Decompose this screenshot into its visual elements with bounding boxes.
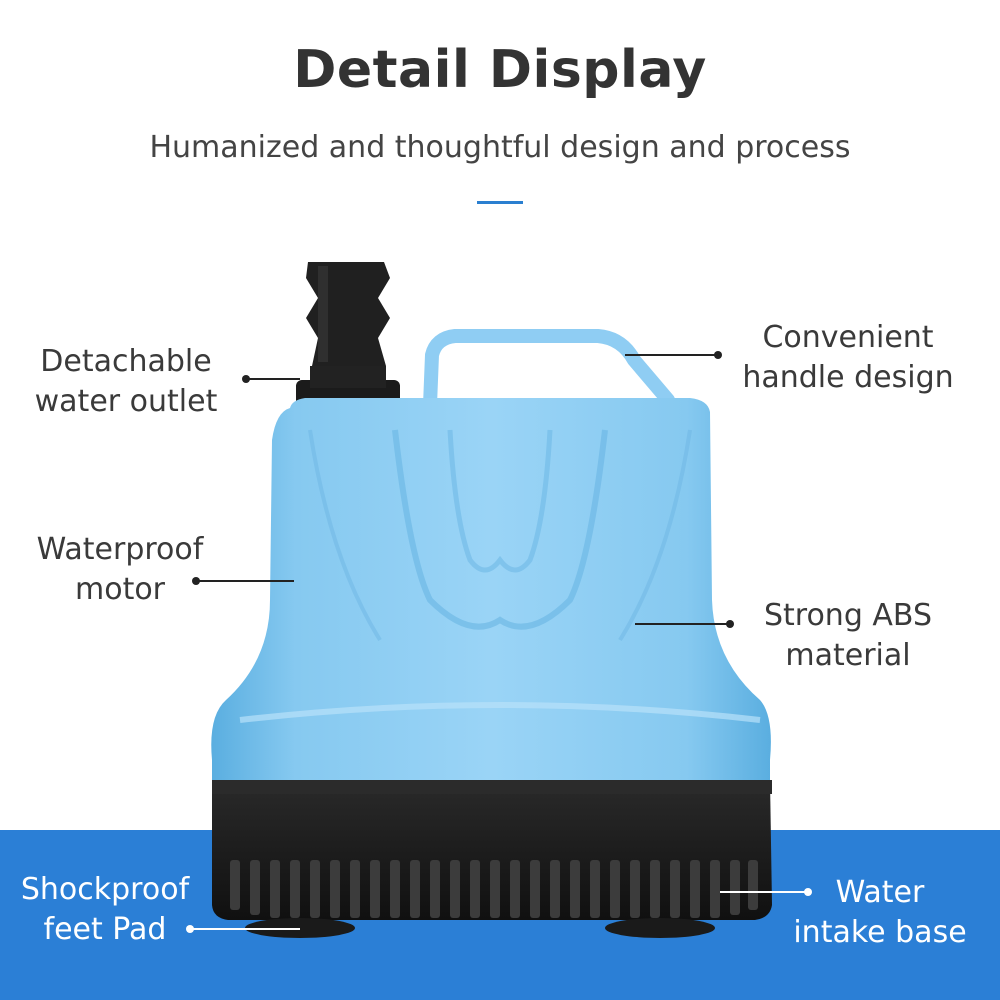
motor-callout-line: [198, 580, 294, 582]
handle-callout-label: Convenient handle design: [742, 320, 954, 395]
feet-callout-line: [192, 928, 300, 930]
right-suction-foot: [605, 918, 715, 938]
handle-callout-dot: [714, 351, 722, 359]
intake-callout-line: [720, 891, 808, 893]
intake-callout-dot: [804, 888, 812, 896]
motor-callout-dot: [192, 577, 200, 585]
page-subtitle: Humanized and thoughtful design and proc…: [149, 130, 851, 165]
outlet-callout-label: Detachable water outlet: [34, 344, 218, 419]
abs-callout-line: [635, 623, 730, 625]
accent-divider: [477, 201, 523, 204]
water-outlet-nozzle: [296, 262, 400, 408]
pump-body: [211, 398, 771, 790]
page-title: Detail Display: [293, 40, 707, 100]
intake-callout-label: Water intake base: [793, 875, 967, 950]
motor-callout-label: Waterproof motor: [36, 532, 204, 607]
outlet-callout-line: [248, 378, 300, 380]
intake-slots: [230, 860, 758, 918]
feet-callout-label: Shockproof feet Pad: [20, 872, 190, 947]
handle-callout-line: [625, 354, 718, 356]
feet-callout-dot: [186, 925, 194, 933]
handle: [423, 329, 675, 412]
left-suction-foot: [245, 918, 355, 938]
abs-callout-label: Strong ABS material: [763, 598, 933, 673]
outlet-callout-dot: [242, 375, 250, 383]
abs-callout-dot: [726, 620, 734, 628]
